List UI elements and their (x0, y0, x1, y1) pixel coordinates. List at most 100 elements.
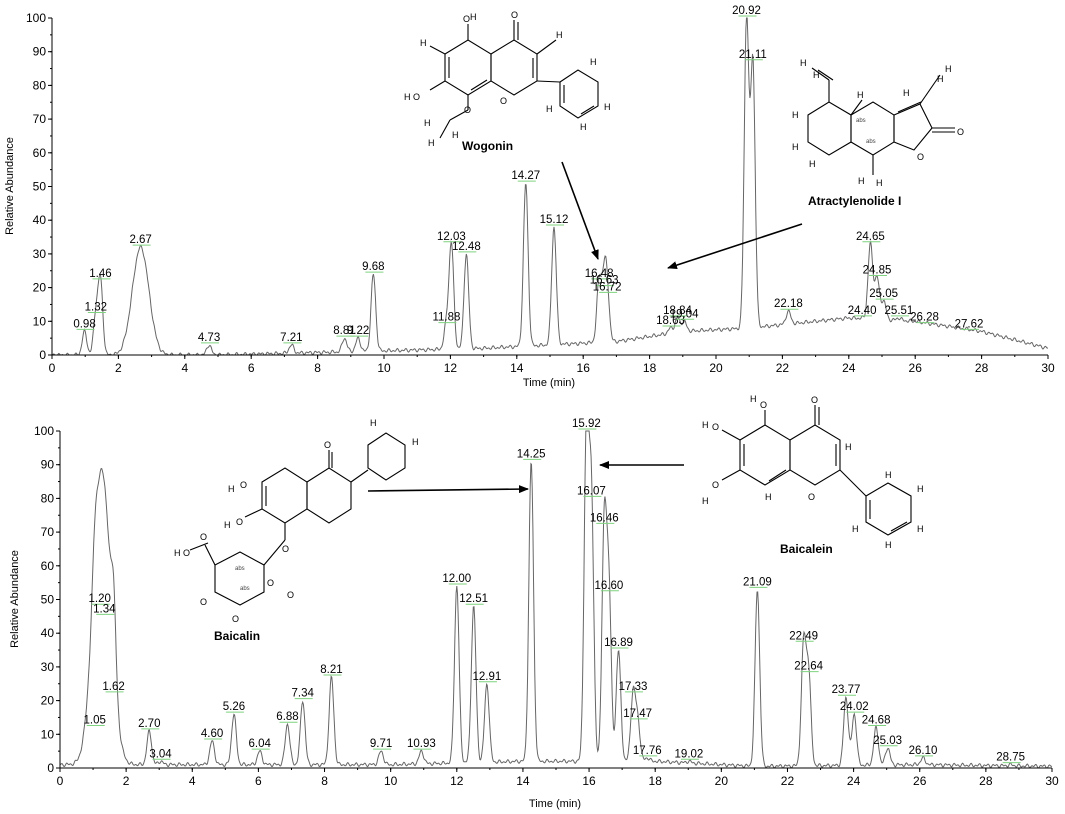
y-tick-label: 60 (41, 559, 55, 573)
peak-label: 16.48 (585, 268, 614, 280)
peak-label: 15.92 (572, 418, 601, 430)
svg-text:H: H (590, 57, 597, 67)
svg-text:H: H (765, 492, 772, 502)
x-tick-label: 10 (377, 361, 391, 375)
svg-text:H: H (224, 520, 231, 530)
arrow-atractylenolide (667, 223, 803, 269)
wogonin-atoms: O O H H H O O O H H H H H H H H (404, 10, 611, 148)
y-tick-label: 80 (33, 78, 47, 92)
peak-label: 12.91 (473, 671, 502, 683)
y-tick-label: 90 (41, 458, 55, 472)
peak-label: 12.03 (437, 231, 466, 243)
compound-label-atractylenolide: Atractylenolide I (808, 194, 901, 208)
peak-label: 24.02 (840, 701, 869, 713)
svg-text:H: H (404, 92, 411, 102)
peak-label: 19.04 (670, 308, 699, 320)
svg-text:O: O (957, 127, 964, 137)
svg-text:H: H (412, 437, 419, 447)
compound-label-baicalin: Baicalin (214, 629, 260, 643)
svg-text:H: H (852, 524, 859, 534)
peak-label: 16.63 (590, 275, 619, 287)
svg-text:H: H (428, 138, 435, 148)
x-tick-label: 20 (715, 774, 729, 788)
peak-label: 16.60 (595, 580, 624, 592)
compound-label-baicalein: Baicalein (780, 542, 833, 556)
svg-text:H: H (945, 64, 952, 74)
svg-text:O: O (232, 614, 239, 624)
svg-text:O: O (917, 152, 924, 162)
svg-text:O: O (287, 590, 294, 600)
svg-text:H: H (174, 548, 181, 558)
x-tick-label: 24 (842, 361, 856, 375)
svg-text:H: H (452, 130, 459, 140)
peak-label: 9.68 (362, 261, 384, 273)
x-tick-label: 26 (913, 774, 927, 788)
svg-text:O: O (183, 548, 190, 558)
peak-label: 11.88 (432, 312, 460, 324)
peak-label: 5.26 (223, 701, 245, 713)
peak-label: 16.72 (593, 281, 622, 293)
x-tick-label: 2 (123, 774, 130, 788)
peak-label: 0.98 (73, 318, 95, 330)
x-tick-label: 0 (49, 361, 56, 375)
svg-text:H: H (702, 496, 709, 506)
x-tick-label: 12 (450, 774, 464, 788)
peak-label: 26.10 (909, 745, 938, 757)
peak-label: 24.40 (848, 305, 877, 317)
peak-label: 14.27 (511, 170, 540, 182)
svg-text:H: H (917, 484, 924, 494)
x-tick-label: 26 (909, 361, 923, 375)
y-tick-label: 40 (33, 213, 47, 227)
peak-label: 9.71 (370, 738, 392, 750)
svg-text:H: H (903, 88, 910, 98)
y-tick-label: 0 (39, 348, 46, 362)
y-tick-label: 100 (26, 11, 46, 25)
peak-label: 7.34 (292, 688, 315, 700)
svg-text:abs: abs (235, 566, 245, 572)
svg-text:H: H (228, 484, 235, 494)
peak-label: 1.34 (93, 603, 116, 615)
peak-label: 4.73 (198, 332, 220, 344)
peak-label: 6.88 (276, 711, 298, 723)
peak-label: 27.62 (955, 318, 984, 330)
peak-label: 21.11 (739, 49, 767, 61)
peak-label: 16.46 (590, 512, 619, 524)
x-tick-label: 0 (57, 774, 64, 788)
peak-label: 16.89 (604, 637, 633, 649)
y-axis-title-bottom: Relative Abundance (9, 550, 21, 648)
svg-text:H: H (917, 524, 924, 534)
x-tick-label: 8 (321, 774, 328, 788)
peak-label: 24.85 (863, 264, 892, 276)
peak-label: 2.70 (138, 718, 160, 730)
svg-text:H: H (857, 90, 864, 100)
svg-text:H: H (858, 176, 865, 186)
peak-label: 8.21 (320, 664, 342, 676)
peak-label: 26.28 (910, 312, 939, 324)
peak-label: 1.46 (89, 268, 111, 280)
svg-text:abs: abs (856, 118, 866, 124)
svg-text:H: H (424, 118, 431, 128)
svg-text:H: H (792, 110, 799, 120)
svg-text:H: H (845, 442, 852, 452)
y-tick-label: 30 (41, 660, 55, 674)
peak-label: 21.09 (743, 576, 772, 588)
x-tick-label: 2 (115, 361, 122, 375)
peak-label: 23.77 (832, 684, 861, 696)
peak-label: 25.51 (885, 305, 914, 317)
peak-label: 19.02 (675, 748, 704, 760)
x-tick-label: 6 (248, 361, 255, 375)
y-tick-label: 0 (47, 761, 54, 775)
peak-label: 17.76 (633, 745, 662, 757)
arrow-wogonin (561, 161, 599, 260)
peak-label: 25.05 (869, 288, 898, 300)
y-axis-title-top: Relative Abundance (4, 137, 16, 235)
y-tick-label: 60 (33, 146, 47, 160)
peak-label: 24.68 (862, 715, 891, 727)
svg-text:H: H (792, 142, 799, 152)
svg-text:H: H (809, 159, 816, 169)
y-tick-label: 80 (41, 491, 55, 505)
arrow-baicalin (367, 485, 529, 494)
peak-label: 15.12 (540, 214, 569, 226)
